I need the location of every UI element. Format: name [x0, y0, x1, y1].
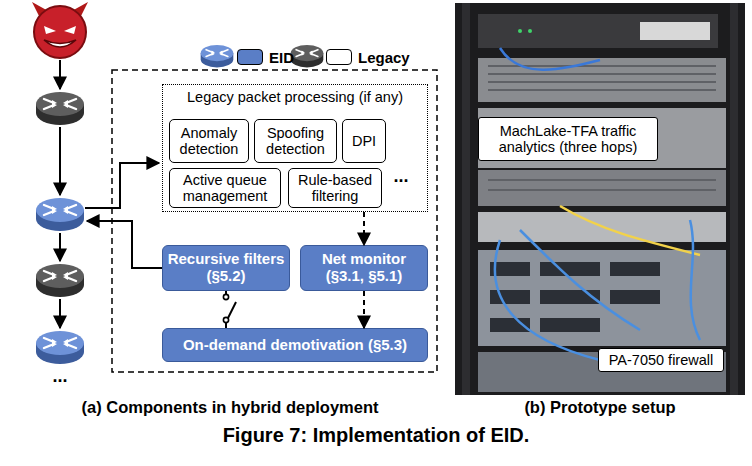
prototype-photo: [462, 3, 470, 395]
legend-icons: [291, 45, 324, 67]
ellipsis: ...: [45, 366, 75, 387]
process-box: Net monitor (§3.1, §5.1): [300, 245, 428, 291]
prototype-photo: [490, 290, 530, 304]
process-box: DPI: [342, 119, 386, 163]
packet-path: [59, 299, 61, 328]
panel-caption: (a) Components in hybrid deployment: [30, 398, 430, 417]
prototype-photo: [478, 58, 726, 102]
prototype-photo: [495, 240, 600, 360]
node-text: Anomaly detection: [172, 125, 246, 157]
node-text: MachLake-TFA traffic analytics (three ho…: [483, 123, 653, 155]
switch-symbol: [223, 294, 236, 322]
router-chain: [36, 92, 84, 125]
group-box: Legacy packet processing (if any) Anomaly…: [162, 84, 428, 212]
prototype-photo: [478, 170, 726, 206]
figure-caption: Figure 7: Implementation of EID.: [0, 424, 752, 447]
legend-swatch: [237, 49, 263, 65]
node-text: Active queue management: [172, 172, 278, 204]
connector: [363, 212, 365, 245]
prototype-photo: [478, 250, 726, 346]
prototype-photo: [610, 262, 660, 276]
router-chain: [36, 92, 84, 364]
process-box: Anomaly detection: [169, 119, 249, 163]
router-detail-links: [87, 221, 162, 268]
router-chain: [36, 198, 84, 231]
legend-swatch: [326, 49, 352, 65]
prototype-photo: [560, 206, 700, 255]
legend-item: Legacy: [326, 47, 410, 67]
prototype-photo: [488, 81, 716, 83]
prototype-photo: [488, 180, 716, 190]
connector: [363, 291, 365, 328]
prototype-photo: [690, 220, 700, 340]
switch-lever: [227, 302, 236, 320]
process-box: Rule-based filtering: [288, 168, 382, 208]
prototype-photo: [455, 3, 745, 395]
prototype-photo: [478, 108, 726, 168]
router-chain: [36, 264, 84, 297]
node-text: Recursive filters (§5.2): [166, 251, 286, 285]
legend-text: Legacy: [358, 49, 410, 66]
attacker-icon: [34, 6, 86, 58]
node-text: Legacy packet processing (if any): [187, 89, 403, 105]
attacker-icon: [44, 40, 76, 47]
prototype-photo: [495, 48, 700, 360]
prototype-photo: [478, 14, 718, 48]
prototype-photo: [488, 189, 716, 191]
connector: [225, 291, 227, 328]
packet-path: [59, 60, 61, 328]
legend-item: EID: [237, 47, 294, 67]
node-text: Rule-based filtering: [291, 172, 379, 204]
prototype-photo: [488, 179, 716, 181]
attacker-icon: [64, 26, 76, 34]
legend-icons: [201, 45, 324, 67]
process-box: Spoofing detection: [254, 119, 337, 163]
packet-path: [59, 233, 61, 261]
prototype-photo: [610, 290, 660, 304]
node-text: On-demand demotivation (§5.3): [183, 337, 407, 354]
process-box: On-demand demotivation (§5.3): [162, 328, 428, 362]
switch-contact: [223, 294, 228, 299]
prototype-photo: [488, 66, 716, 90]
node-text: Net monitor (§3.1, §5.1): [304, 251, 424, 285]
router-chain: [36, 331, 84, 364]
prototype-photo: [540, 262, 600, 276]
prototype-photo: [518, 29, 522, 33]
node-text: Spoofing detection: [257, 125, 334, 157]
prototype-photo: [488, 89, 716, 91]
prototype-photo: [528, 29, 532, 33]
photo-label-box: MachLake-TFA traffic analytics (three ho…: [478, 117, 658, 161]
photo-label-box: PA-7050 firewall: [598, 348, 724, 372]
prototype-photo: [488, 73, 716, 75]
prototype-photo: [490, 262, 660, 332]
attacker-icon: [34, 6, 86, 58]
ellipsis: ...: [386, 166, 416, 187]
router-detail-links: [85, 163, 162, 268]
node-text: DPI: [352, 133, 376, 149]
legend-text: EID: [269, 49, 294, 66]
attacker-icon: [32, 2, 88, 58]
switch-contact: [223, 317, 228, 322]
prototype-photo: [520, 230, 640, 330]
panel-caption: (b) Prototype setup: [480, 398, 720, 417]
prototype-photo: [730, 3, 738, 395]
attacker-icon: [44, 26, 56, 34]
prototype-photo: [540, 318, 600, 332]
node-text: PA-7050 firewall: [609, 352, 714, 368]
prototype-photo: [500, 48, 600, 70]
legend-icons: [201, 45, 234, 67]
process-box: Active queue management: [169, 168, 281, 208]
zoom-box: [112, 70, 437, 372]
router-detail-links: [85, 163, 159, 208]
prototype-photo: [455, 3, 745, 395]
packet-path: [59, 127, 61, 195]
process-box: Recursive filters (§5.2): [162, 245, 290, 291]
packet-path: [59, 60, 61, 89]
prototype-photo: [640, 22, 710, 40]
